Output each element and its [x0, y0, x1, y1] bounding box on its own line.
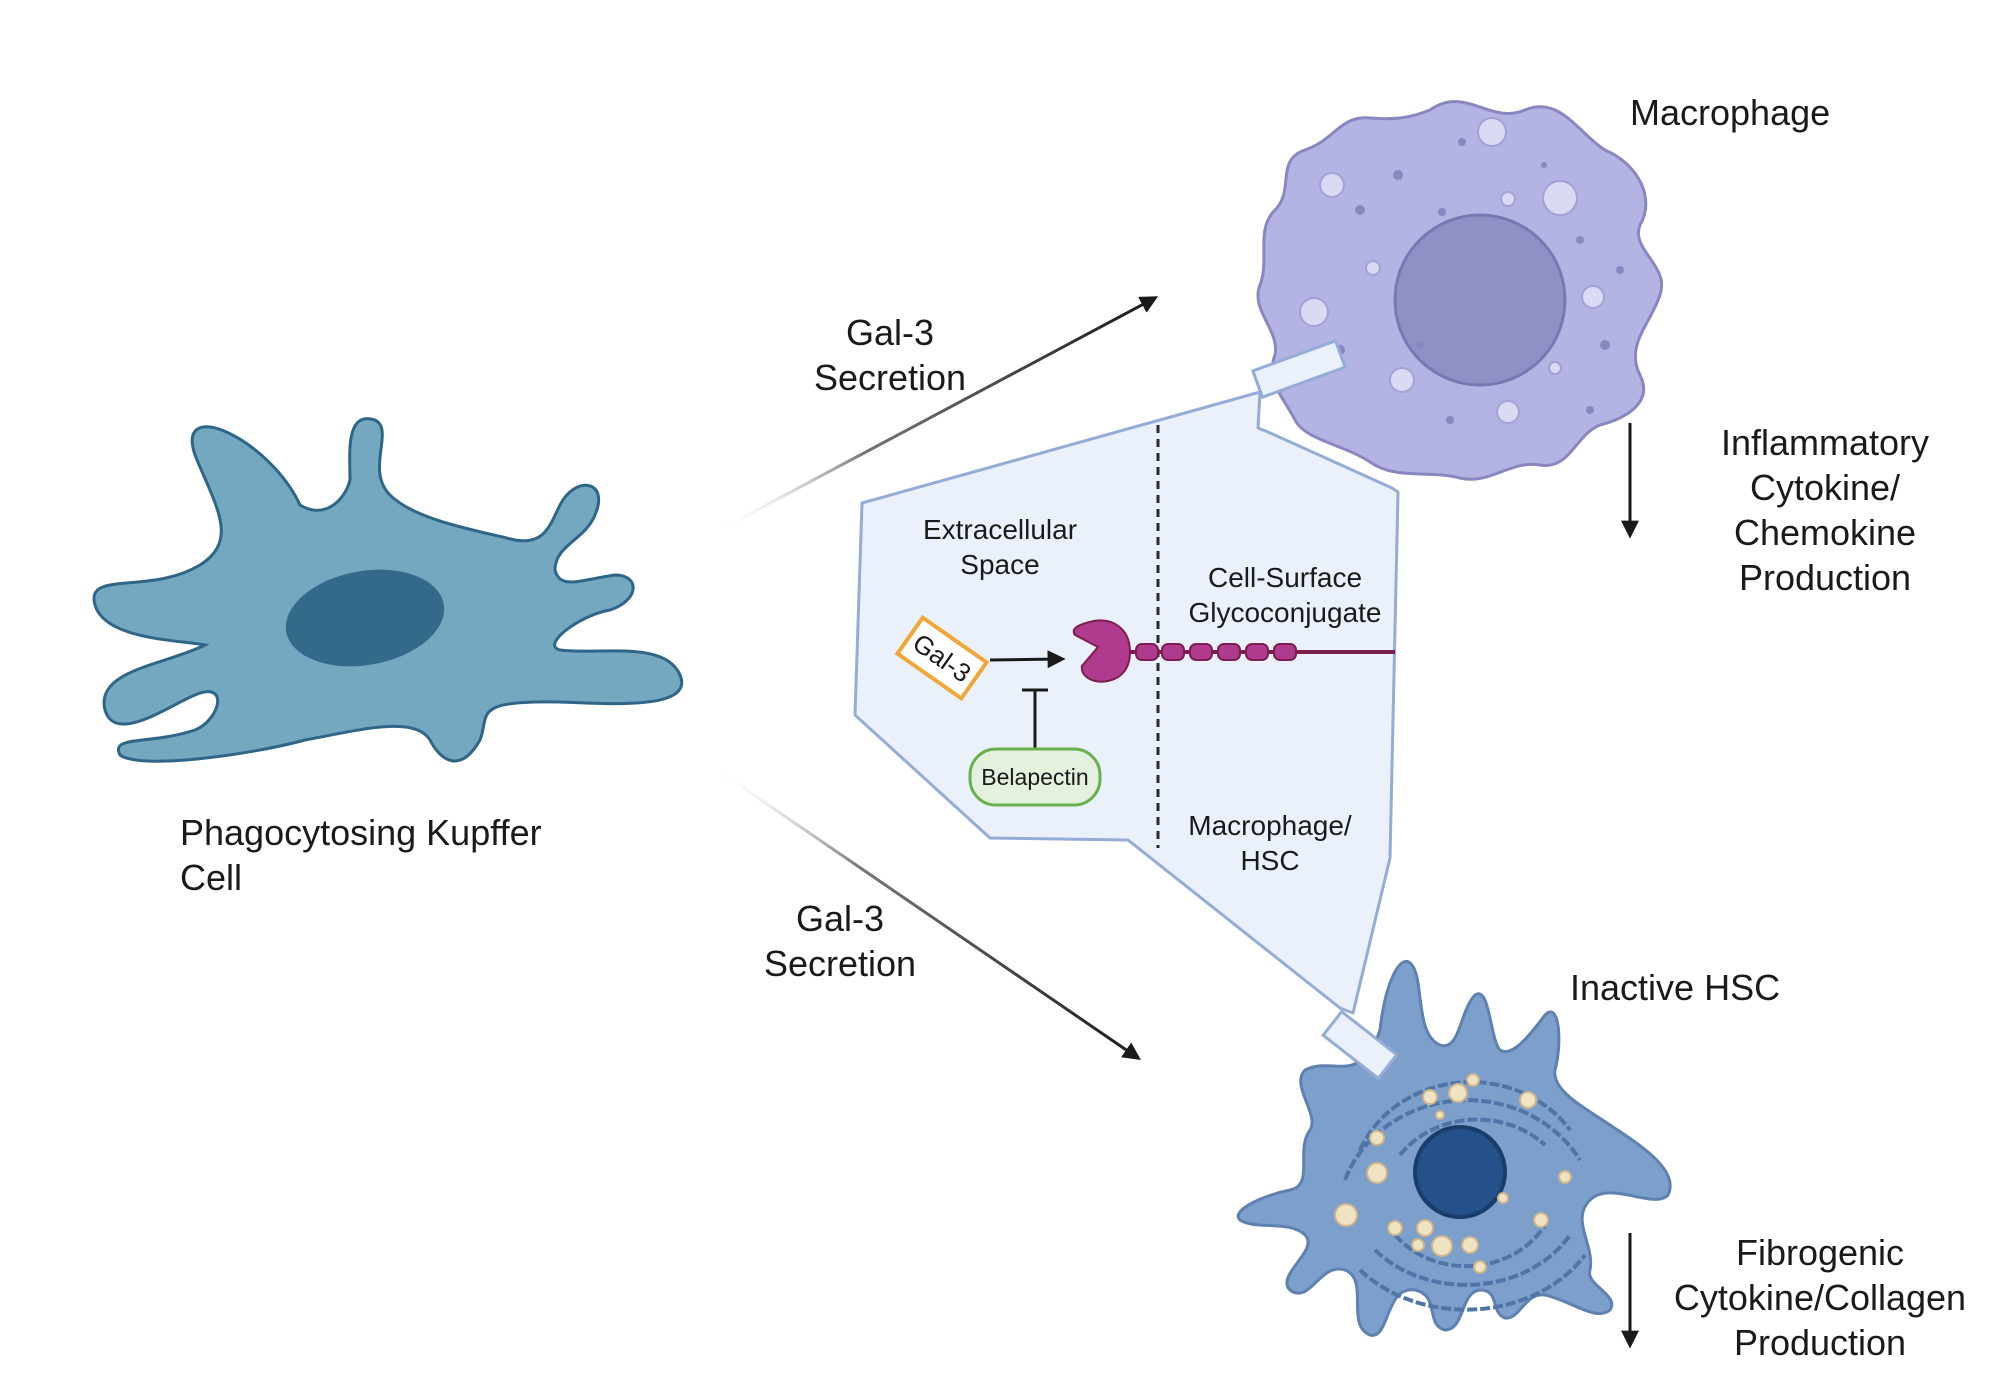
- hsc-label: Inactive HSC: [1570, 965, 1780, 1010]
- kupffer-cell-label: Phagocytosing Kupffer Cell: [180, 810, 542, 900]
- inflammatory-effect-label: Inflammatory Cytokine/ Chemokine Product…: [1690, 420, 1960, 600]
- secretion-label-bottom: Gal-3 Secretion: [750, 896, 930, 986]
- macrophage-label: Macrophage: [1630, 90, 1830, 135]
- kupffer-cell: [92, 417, 684, 763]
- macrophage-hsc-label: Macrophage/ HSC: [1170, 808, 1370, 878]
- macrophage-nucleus: [1393, 213, 1567, 387]
- fibrogenic-line-1: Fibrogenic: [1735, 1232, 1905, 1273]
- hsc-endoplasmic-reticulum: [1343, 1080, 1587, 1312]
- macrophage-hsc-line-2: HSC: [1240, 845, 1300, 876]
- kupffer-label-line-2: Cell: [180, 857, 243, 898]
- zoom-source-box-hsc: [1321, 1009, 1399, 1081]
- inflammatory-line-1: Inflammatory: [1720, 422, 1930, 463]
- extracellular-line-1: Extracellular: [922, 514, 1078, 545]
- glycoconjugate-receptor: [1072, 619, 1395, 683]
- macrophage-hsc-line-1: Macrophage/: [1188, 810, 1352, 841]
- hsc-lipid-droplets: [1334, 1073, 1572, 1274]
- secretion-bottom-line-1: Gal-3: [795, 898, 885, 939]
- belapectin-label: Belapectin: [970, 763, 1100, 792]
- secretion-top-line-1: Gal-3: [845, 312, 935, 353]
- cell-surface-line-1: Cell-Surface: [1207, 562, 1363, 593]
- binding-arrow: [989, 650, 1066, 669]
- fibrogenic-effect-label: Fibrogenic Cytokine/Collagen Production: [1655, 1230, 1985, 1365]
- belapectin-box: [968, 747, 1102, 807]
- fibrogenic-line-3: Production: [1733, 1322, 1907, 1363]
- kupffer-label-line-1: Phagocytosing Kupffer: [180, 812, 542, 853]
- macrophage-label-text: Macrophage: [1630, 92, 1831, 133]
- zoom-source-box-macrophage: [1250, 338, 1348, 400]
- cell-surface-glycoconjugate-label: Cell-Surface Glycoconjugate: [1170, 560, 1400, 630]
- secretion-bottom-line-2: Secretion: [763, 943, 917, 984]
- secretion-top-line-2: Secretion: [813, 357, 967, 398]
- macrophage-vesicles: [1299, 117, 1605, 424]
- extracellular-line-2: Space: [960, 549, 1040, 580]
- inflammatory-line-4: Production: [1738, 557, 1912, 598]
- belapectin-label-text: Belapectin: [981, 764, 1089, 790]
- inflammatory-line-2: Cytokine/: [1749, 467, 1901, 508]
- glycan-chain: [1135, 643, 1297, 661]
- inflammatory-line-3: Chemokine: [1733, 512, 1917, 553]
- extracellular-space-label: Extracellular Space: [900, 512, 1100, 582]
- fibrogenic-line-2: Cytokine/Collagen: [1673, 1277, 1967, 1318]
- secretion-arrow-top: [709, 296, 1159, 537]
- zoom-inset: Gal-3: [853, 338, 1400, 1081]
- zoom-inset-outline: [853, 390, 1400, 1015]
- macrophage-granules: [1335, 138, 1624, 424]
- hsc-label-text: Inactive HSC: [1570, 967, 1781, 1008]
- hsc-nucleus: [1413, 1125, 1507, 1219]
- cell-surface-line-2: Glycoconjugate: [1188, 597, 1382, 628]
- secretion-arrow-bottom: [709, 763, 1141, 1061]
- carbohydrate-recognition-pocket: [1072, 619, 1132, 683]
- hsc-cell: [1236, 960, 1672, 1337]
- secretion-label-top: Gal-3 Secretion: [800, 310, 980, 400]
- kupffer-nucleus: [285, 569, 445, 667]
- macrophage-cell: [1256, 100, 1664, 481]
